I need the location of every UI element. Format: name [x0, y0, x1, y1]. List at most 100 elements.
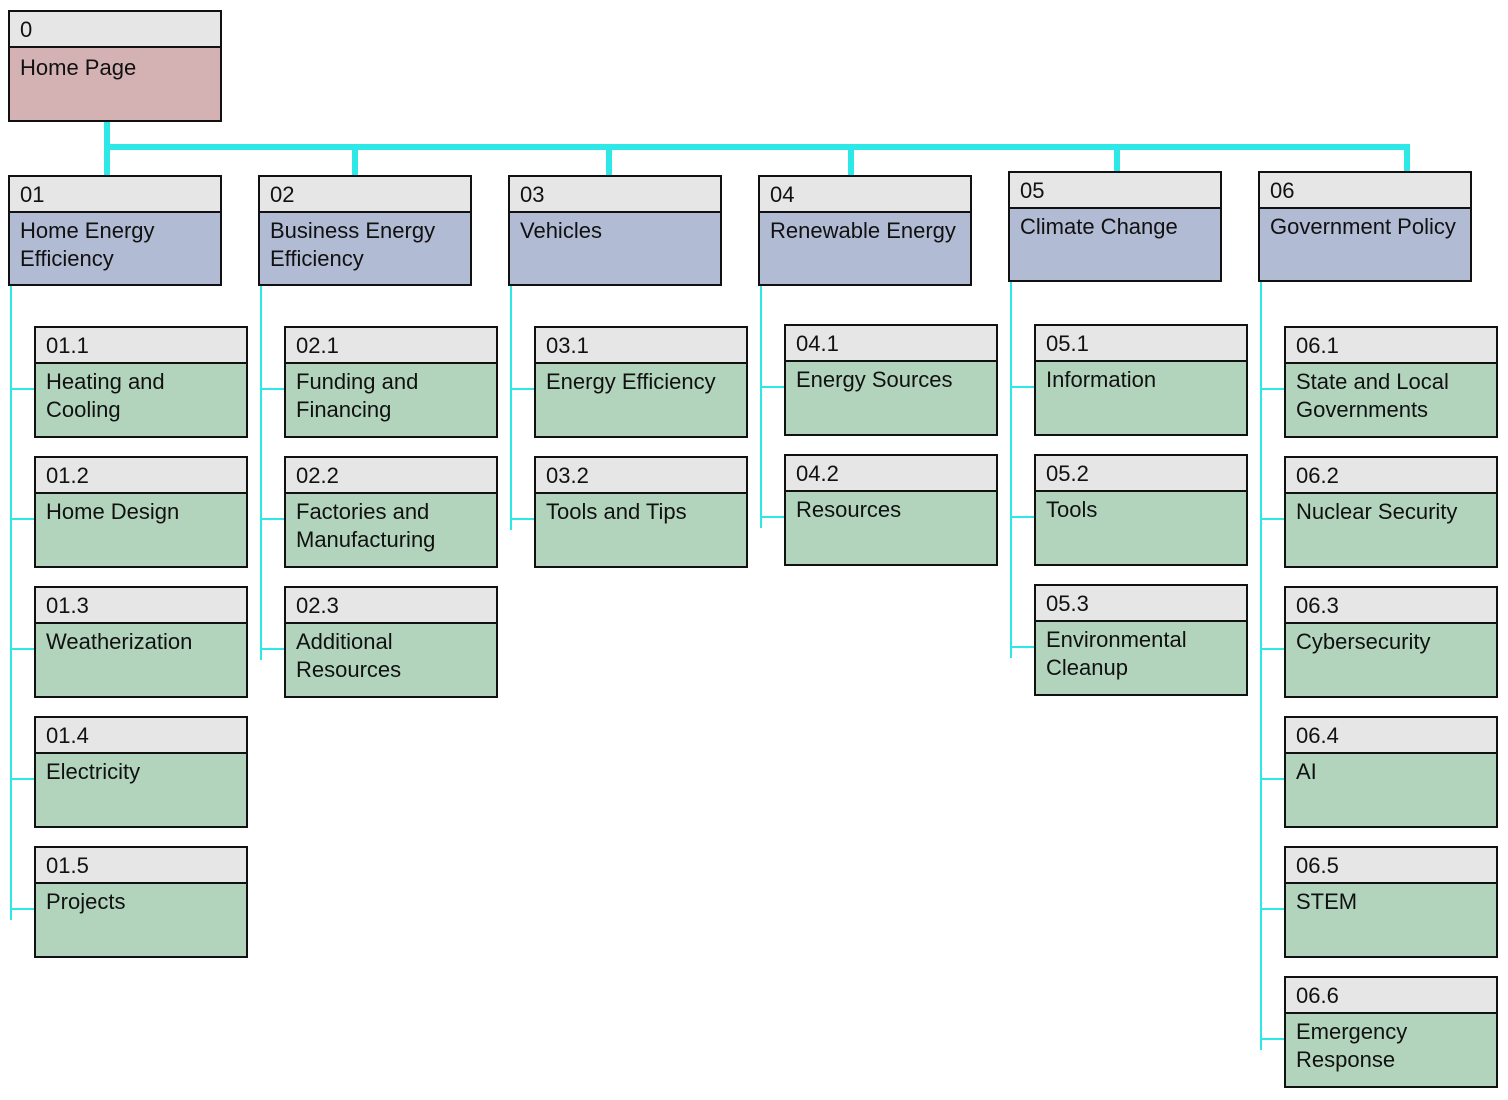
node-label: Home Design [36, 494, 246, 566]
connector-child-branch [1260, 908, 1286, 910]
connector-child-branch [260, 518, 286, 520]
node-label: Government Policy [1260, 209, 1470, 280]
node-number: 02.2 [286, 458, 496, 494]
connector-child-branch [510, 518, 536, 520]
connector-child-spine [260, 286, 262, 660]
node-label: Energy Efficiency [536, 364, 746, 436]
connector-section-drop [606, 144, 612, 175]
connector-child-branch [10, 388, 36, 390]
node-number: 05.2 [1036, 456, 1246, 492]
node-label: Electricity [36, 754, 246, 826]
node-label: Tools and Tips [536, 494, 746, 566]
connector-child-spine [510, 286, 512, 530]
node-number: 02.3 [286, 588, 496, 624]
connector-child-branch [1010, 386, 1036, 388]
node-number: 05 [1010, 173, 1220, 209]
connector-child-branch [10, 518, 36, 520]
node-number: 06.4 [1286, 718, 1496, 754]
connector-root-trunk [104, 122, 110, 148]
connector-child-branch [1260, 388, 1286, 390]
connector-child-branch [10, 908, 36, 910]
connector-child-branch [260, 388, 286, 390]
node-number: 06 [1260, 173, 1470, 209]
node-number: 06.3 [1286, 588, 1496, 624]
node-label: AI [1286, 754, 1496, 826]
node-number: 01.3 [36, 588, 246, 624]
connector-section-bus [104, 144, 1410, 150]
connector-child-branch [260, 648, 286, 650]
node-label: Weatherization [36, 624, 246, 696]
connector-section-drop [848, 144, 854, 175]
node-number: 05.1 [1036, 326, 1246, 362]
node-label: Funding and Financing [286, 364, 496, 436]
node-number: 03.1 [536, 328, 746, 364]
node-number: 01.4 [36, 718, 246, 754]
node-label: Resources [786, 492, 996, 564]
node-home-page[interactable]: 0 Home Page [8, 10, 222, 122]
node-number: 03.2 [536, 458, 746, 494]
node-number: 01.1 [36, 328, 246, 364]
node-label: Additional Resources [286, 624, 496, 696]
connector-section-drop [1114, 144, 1120, 171]
node-label: Energy Sources [786, 362, 996, 434]
node-number: 02.1 [286, 328, 496, 364]
node-number: 06.5 [1286, 848, 1496, 884]
connector-child-branch [760, 386, 786, 388]
connector-child-branch [1010, 646, 1036, 648]
node-number: 05.3 [1036, 586, 1246, 622]
node-label: Business Energy Efficiency [260, 213, 470, 284]
connector-section-drop [1404, 144, 1410, 171]
connector-child-spine [760, 286, 762, 528]
connector-child-branch [760, 516, 786, 518]
node-label: Tools [1036, 492, 1246, 564]
node-label: State and Local Governments [1286, 364, 1496, 436]
node-label: Information [1036, 362, 1246, 434]
node-label: Climate Change [1010, 209, 1220, 280]
node-number: 04 [760, 177, 970, 213]
node-number: 06.1 [1286, 328, 1496, 364]
node-number: 01.5 [36, 848, 246, 884]
node-label: Home Page [10, 48, 220, 120]
node-number: 06.2 [1286, 458, 1496, 494]
connector-child-branch [1010, 516, 1036, 518]
node-number: 01.2 [36, 458, 246, 494]
node-number: 02 [260, 177, 470, 213]
node-label: Nuclear Security [1286, 494, 1496, 566]
node-label: Heating and Cooling [36, 364, 246, 436]
node-label: Environmental Cleanup [1036, 622, 1246, 694]
node-number: 0 [10, 12, 220, 48]
node-label: Factories and Manufacturing [286, 494, 496, 566]
connector-child-branch [1260, 778, 1286, 780]
node-label: Renewable Energy [760, 213, 970, 284]
node-number: 06.6 [1286, 978, 1496, 1014]
connector-child-branch [1260, 648, 1286, 650]
